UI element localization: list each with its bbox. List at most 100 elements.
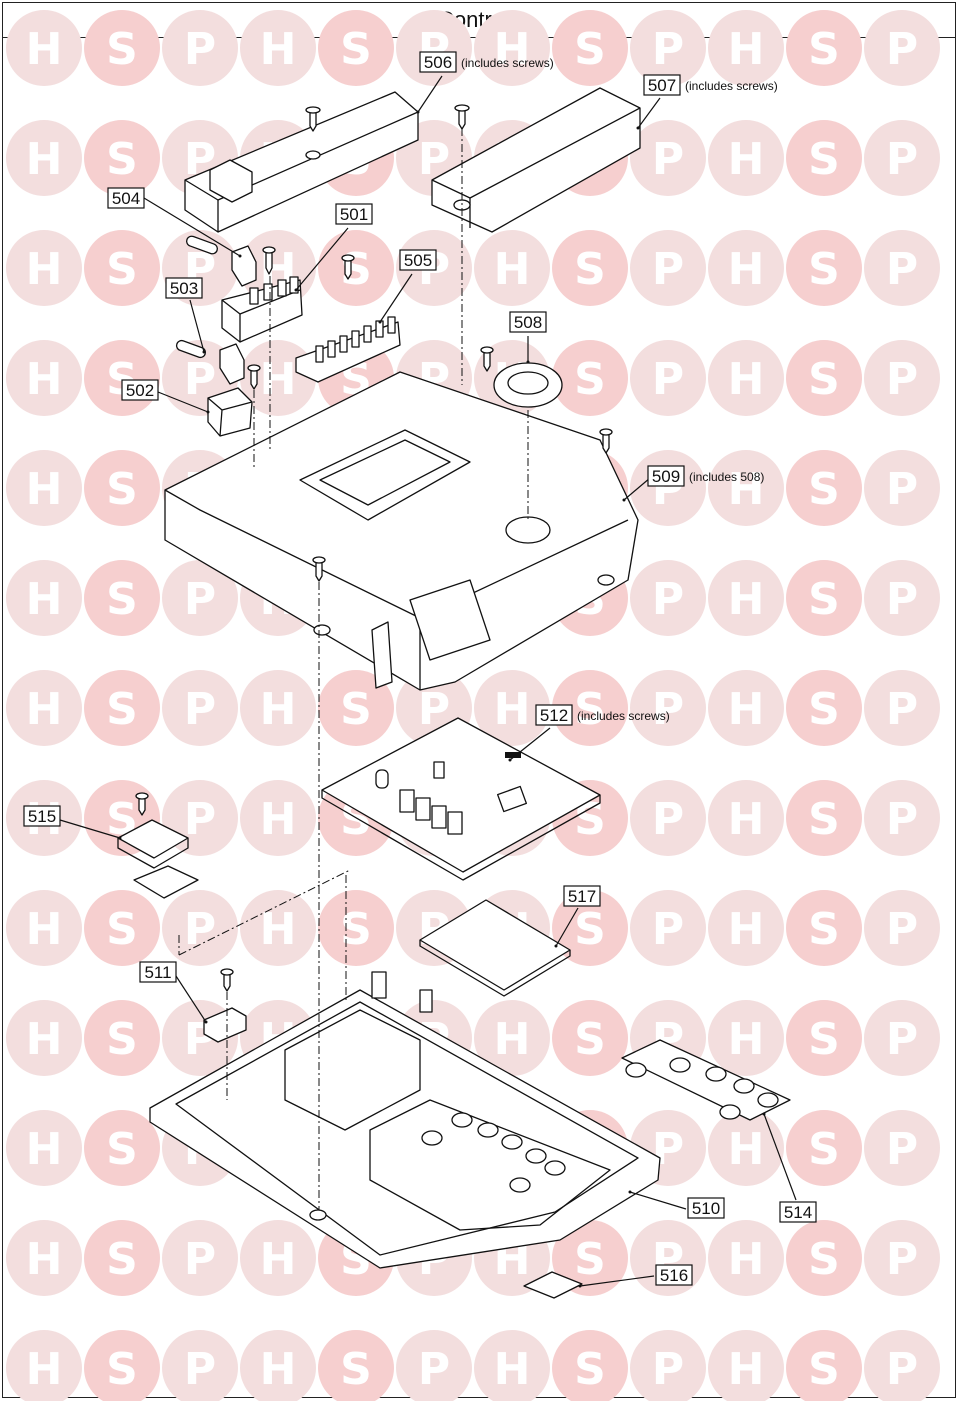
leader-511: [175, 975, 207, 1023]
watermark-letter: H: [26, 1014, 63, 1065]
callout-leaders: [59, 75, 797, 1288]
watermark-letter: S: [574, 354, 606, 405]
watermark-letter: S: [808, 904, 840, 955]
watermark-circle: [552, 230, 628, 306]
watermark-circle: [162, 560, 238, 636]
leader-end-510: [628, 1190, 632, 1194]
watermark-circle: [240, 1330, 316, 1401]
watermark-circle: [630, 890, 706, 966]
watermark-circle: [318, 670, 394, 746]
watermark-letter: H: [728, 244, 765, 295]
watermark-letter: H: [260, 24, 297, 75]
watermark-circle: [786, 670, 862, 746]
part-note-507: (includes screws): [685, 79, 778, 93]
watermark-letter: H: [494, 24, 531, 75]
watermark-letter: H: [728, 904, 765, 955]
watermark-circle: [552, 1000, 628, 1076]
watermark-letter: S: [574, 684, 606, 735]
part-512-main-pcb: [321, 717, 601, 881]
leader-507: [637, 97, 661, 129]
watermark-circle: [708, 670, 784, 746]
label-box-516: [655, 1264, 693, 1286]
watermark-circle: [84, 10, 160, 86]
watermark-letter: H: [26, 464, 63, 515]
watermark-circle: [318, 1330, 394, 1401]
part-514-button-strip: [621, 1039, 791, 1121]
watermark-letter: H: [728, 464, 765, 515]
watermark-circle: [708, 560, 784, 636]
watermark-letter: P: [886, 684, 918, 735]
part-number-506: 506: [424, 53, 452, 72]
part-number-507: 507: [648, 76, 676, 95]
watermark-circle: [630, 10, 706, 86]
watermark-letter: H: [494, 244, 531, 295]
leader-end-506: [416, 110, 420, 114]
watermark-circle: [162, 890, 238, 966]
watermark-letter: S: [808, 354, 840, 405]
part-number-512: 512: [540, 706, 568, 725]
watermark-letter: H: [728, 1234, 765, 1285]
watermark-circle: [708, 1110, 784, 1186]
leader-end-505: [378, 320, 382, 324]
watermark-letter: S: [106, 1344, 138, 1395]
watermark-letter: H: [494, 1344, 531, 1395]
part-number-504: 504: [112, 189, 140, 208]
watermark-circle: [84, 120, 160, 196]
watermark-circle: [708, 780, 784, 856]
watermark-circle: [630, 230, 706, 306]
part-note-509: (includes 508): [689, 470, 764, 484]
watermark-letter: S: [106, 464, 138, 515]
watermark-letter: S: [106, 134, 138, 185]
watermark-circle: [864, 890, 940, 966]
watermark-letter: S: [808, 1344, 840, 1395]
watermark-letter: H: [26, 574, 63, 625]
watermark-circle: [708, 450, 784, 526]
watermark-letter: P: [886, 794, 918, 845]
watermark-circle: [786, 1220, 862, 1296]
watermark-circle: [864, 230, 940, 306]
watermark-circle: [708, 1330, 784, 1401]
watermark-letter: H: [728, 24, 765, 75]
part-503-fuse: [175, 339, 261, 390]
watermark-circle: [552, 890, 628, 966]
watermark-letter: S: [574, 1234, 606, 1285]
watermark-circle: [630, 560, 706, 636]
leader-end-508: [526, 360, 530, 364]
watermark-circle: [708, 1000, 784, 1076]
watermark-letter: S: [808, 684, 840, 735]
part-511-connector: [203, 968, 247, 1043]
watermark-circle: [6, 560, 82, 636]
leader-505: [379, 273, 413, 323]
watermark-letter: P: [184, 904, 216, 955]
watermark-circle: [6, 1000, 82, 1076]
watermark-letter: H: [26, 904, 63, 955]
watermark-letter: S: [808, 464, 840, 515]
label-box-503: [165, 277, 203, 299]
watermark-circle: [552, 340, 628, 416]
watermark-circle: [552, 10, 628, 86]
watermark-letter: H: [260, 904, 297, 955]
watermark-letter: H: [260, 1234, 297, 1285]
leader-502: [157, 391, 209, 413]
watermark-letter: S: [106, 574, 138, 625]
watermark-circle: [630, 340, 706, 416]
watermark-circle: [6, 10, 82, 86]
label-box-515: [23, 805, 61, 827]
part-number-502: 502: [126, 381, 154, 400]
watermark-circle: [318, 10, 394, 86]
watermark-circle: [6, 1110, 82, 1186]
watermark-letter: S: [340, 684, 372, 735]
part-502-switch: [207, 387, 253, 437]
leader-503: [189, 299, 205, 353]
part-number-503: 503: [170, 279, 198, 298]
label-box-510: [687, 1197, 725, 1219]
leader-512: [509, 727, 551, 761]
watermark-letter: H: [728, 684, 765, 735]
watermark-circle: [6, 450, 82, 526]
watermark-circle: [6, 230, 82, 306]
watermark-circle: [864, 780, 940, 856]
part-number-516: 516: [660, 1266, 688, 1285]
watermark-circle: [162, 670, 238, 746]
watermark-letter: S: [106, 1124, 138, 1175]
